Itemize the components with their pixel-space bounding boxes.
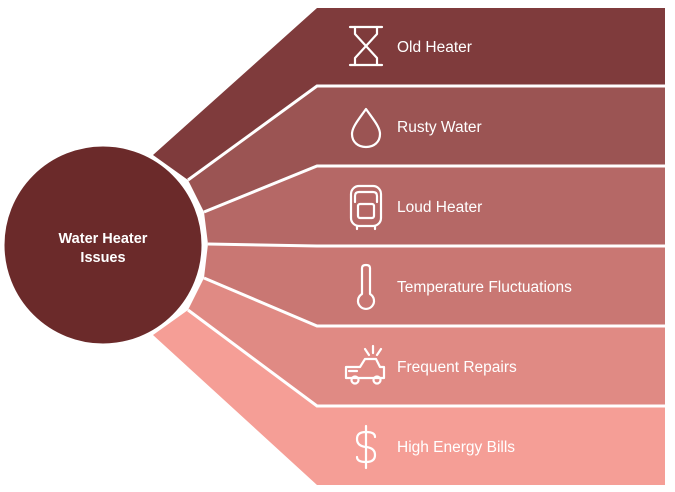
segment-rusty-water	[188, 86, 665, 212]
center-title-line2: Issues	[80, 250, 125, 266]
separators	[187, 84, 665, 408]
segment-temperature-fluctuations	[204, 244, 665, 326]
segment-high-energy-bills	[153, 310, 665, 485]
segment-old-heater	[153, 8, 665, 180]
water-heater-icon	[349, 184, 383, 231]
label-frequent-repairs: Frequent Repairs	[397, 359, 517, 376]
segment-loud-heater	[204, 166, 665, 246]
water-drop-icon	[350, 107, 382, 149]
hourglass-icon	[348, 25, 384, 67]
label-old-heater: Old Heater	[397, 39, 472, 56]
label-loud-heater: Loud Heater	[397, 199, 482, 216]
label-temperature-fluctuations: Temperature Fluctuations	[397, 279, 572, 296]
repair-truck-icon	[344, 344, 386, 385]
thermometer-icon	[356, 263, 376, 311]
label-high-energy-bills: High Energy Bills	[397, 439, 515, 456]
label-rusty-water: Rusty Water	[397, 119, 482, 136]
center-circle	[1, 143, 205, 347]
dollar-icon	[355, 424, 377, 470]
center-title-line1: Water Heater	[59, 231, 148, 247]
segment-frequent-repairs	[188, 278, 665, 406]
